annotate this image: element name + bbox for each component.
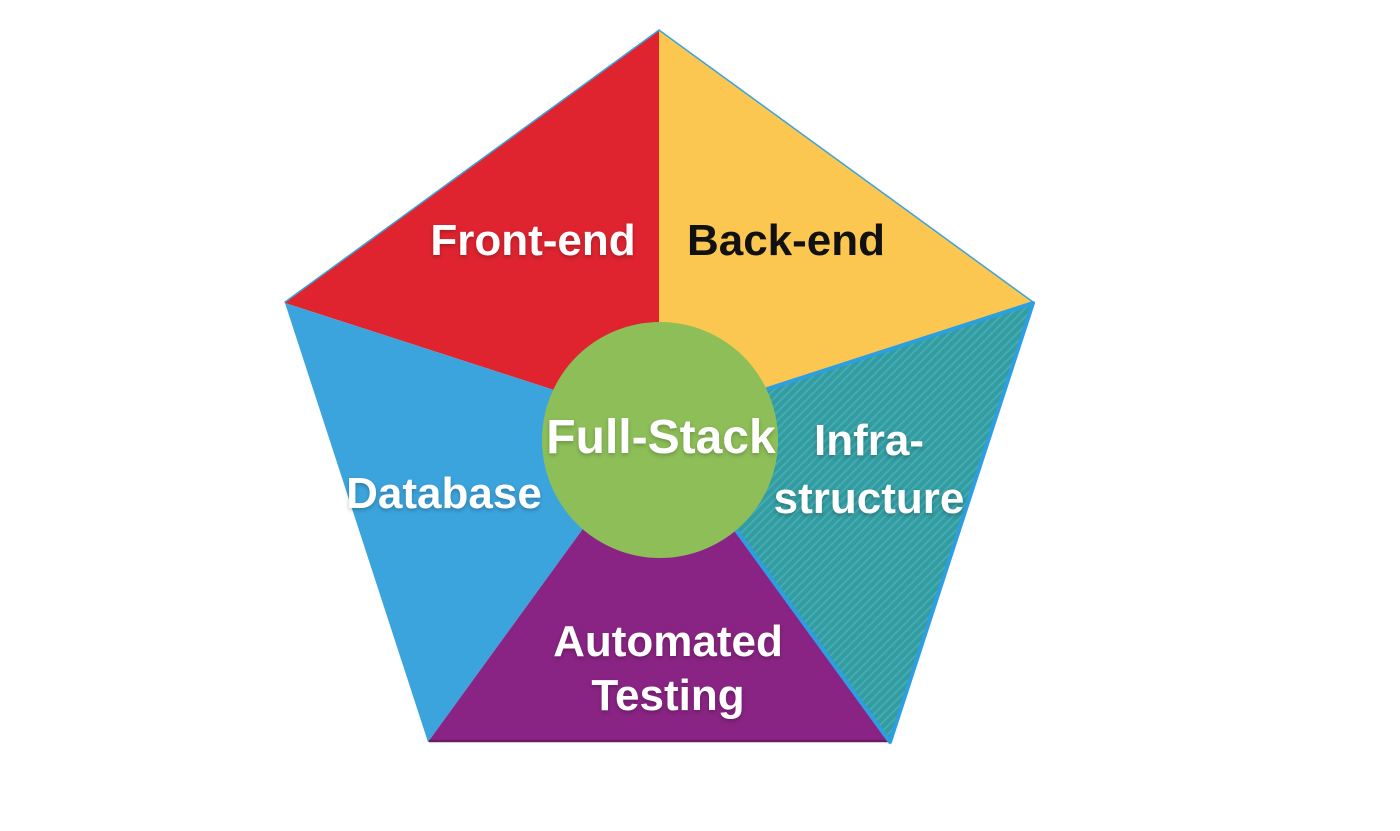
testing-label-line1: Automated bbox=[553, 617, 783, 666]
testing-label-line2: Testing bbox=[591, 671, 744, 720]
fullstack-circle bbox=[542, 322, 778, 558]
segment-frontend bbox=[285, 31, 659, 424]
database-label: Database bbox=[346, 469, 542, 518]
frontend-label: Front-end bbox=[430, 216, 635, 265]
segment-backend bbox=[659, 31, 1033, 424]
infrastructure-label-line2: structure bbox=[774, 474, 965, 523]
backend-label: Back-end bbox=[687, 216, 885, 265]
fullstack-label: Full-Stack bbox=[546, 411, 776, 464]
segment-testing bbox=[428, 424, 890, 742]
infrastructure-label-line1: Infra- bbox=[814, 416, 924, 465]
